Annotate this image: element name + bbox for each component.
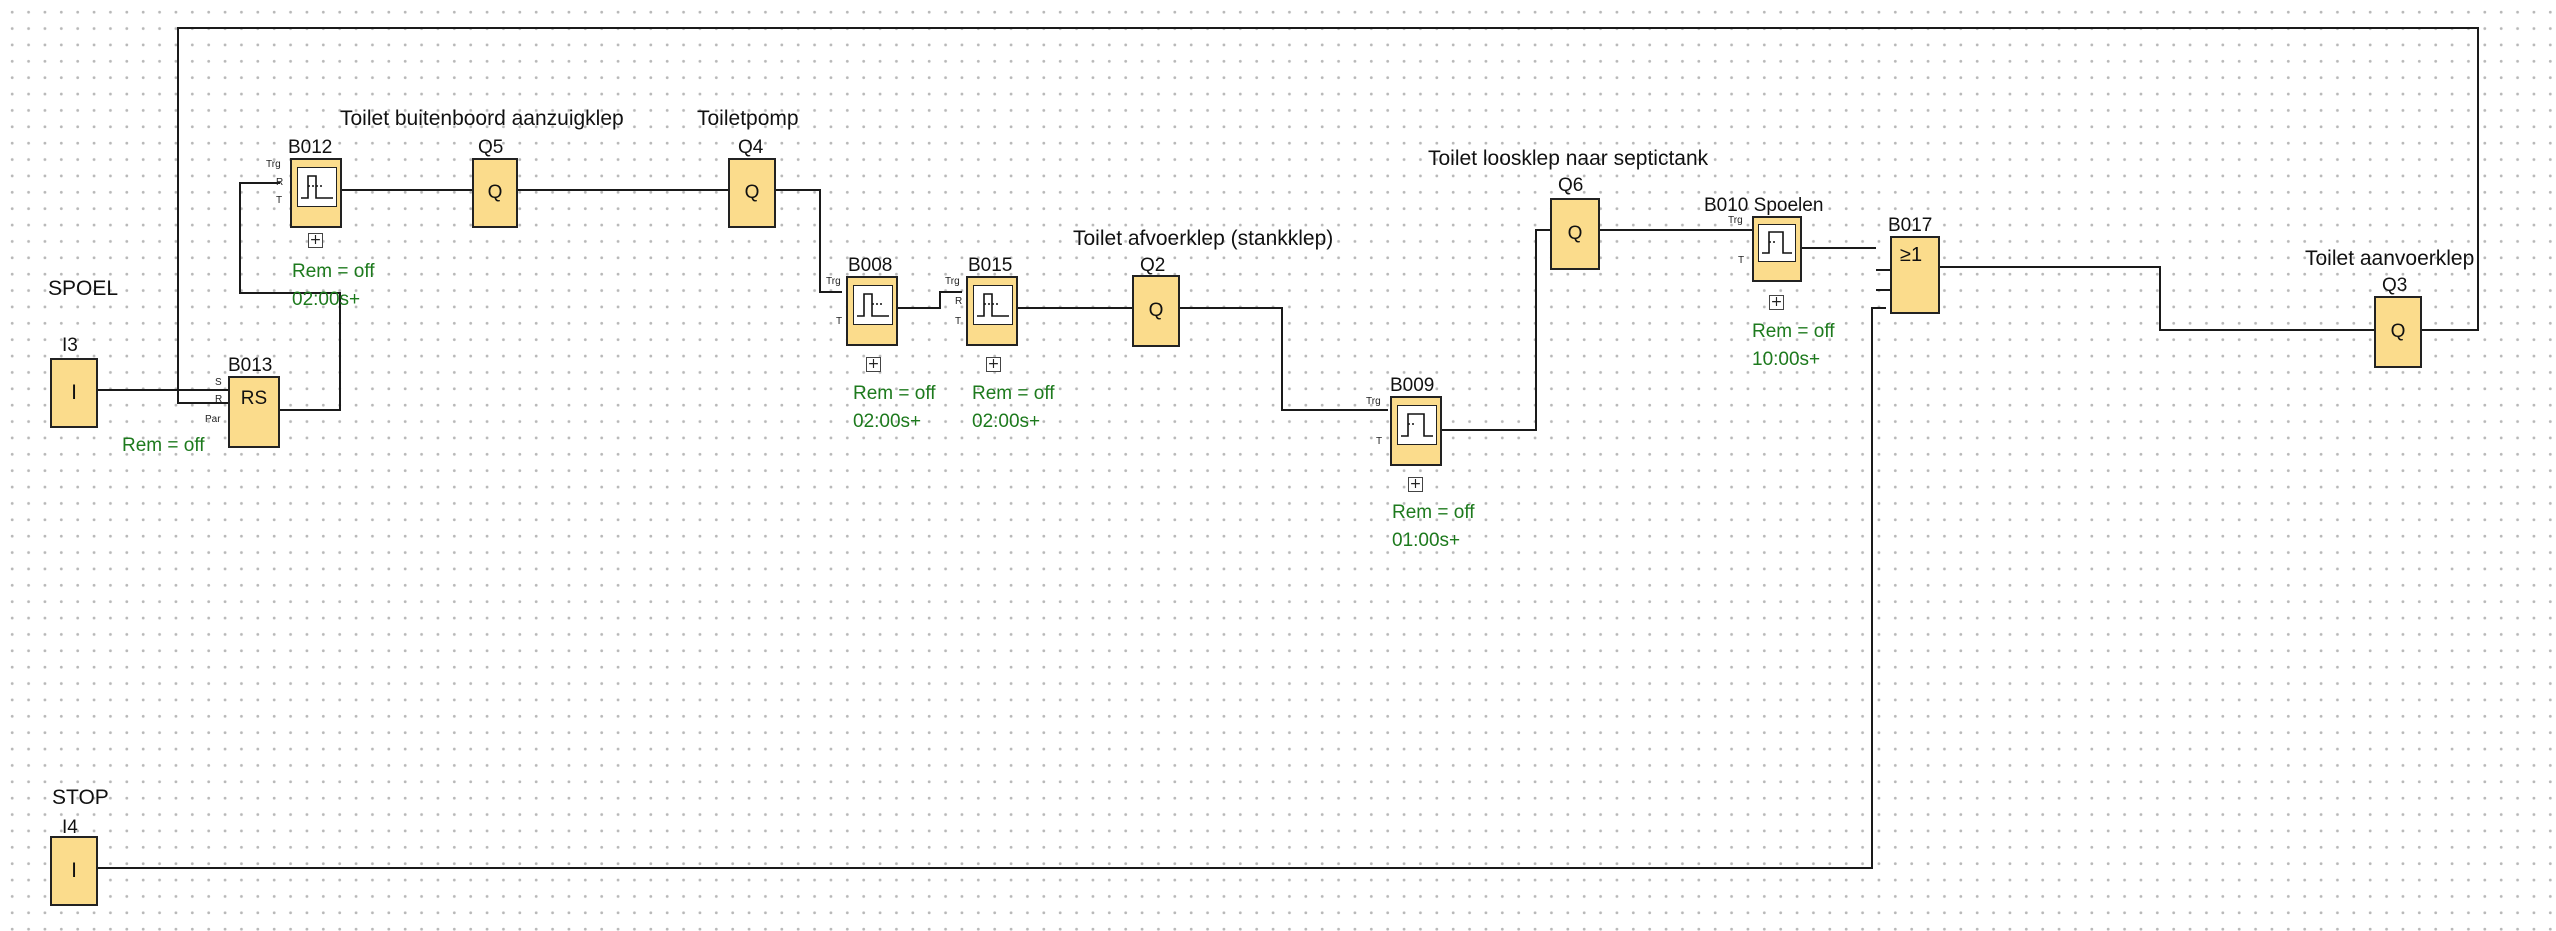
time-param: 02:00s+ [292,289,361,310]
expand-params-button[interactable]: + [308,232,323,248]
rs-symbol: RS [240,388,268,409]
output-symbol: Q [1567,223,1583,244]
output-block-q3[interactable]: Q [2374,296,2422,368]
block-id-q5: Q5 [478,137,504,158]
output-symbol: Q [744,182,760,203]
block-id-b010: B010 Spoelen [1704,195,1824,216]
timer-block-b010[interactable] [1752,216,1802,282]
block-id-q4: Q4 [738,137,764,158]
pin-trg: Trg [826,276,841,287]
block-id-b013: B013 [228,355,273,376]
block-id-i3: I3 [62,335,78,356]
pin-t: T [836,316,843,327]
expand-params-button[interactable]: + [866,356,881,372]
wire-q2-b009 [1180,307,1388,411]
time-param: 10:00s+ [1752,349,1821,370]
wire-feedback-loop [177,27,2479,404]
expand-params-button[interactable]: + [1769,294,1784,310]
pin-trg: Trg [1728,215,1743,226]
pin-trg: Trg [1366,396,1381,407]
output-block-q2[interactable]: Q [1132,275,1180,347]
or-symbol: ≥1 [1900,244,1923,266]
block-id-b012: B012 [288,137,333,158]
wire-b013-b012 [239,182,341,411]
pulse-graphic [973,285,1013,325]
remanence-param: Rem = off [122,435,205,456]
output-block-q6[interactable]: Q [1550,198,1600,270]
input-block-i3[interactable]: I [50,358,98,428]
pulse-graphic [297,167,337,207]
pin-r: R [215,394,223,405]
wire-b009-q6 [1442,229,1550,431]
or-gate-block-b017[interactable]: ≥1 [1890,236,1940,314]
pin-s: S [215,377,222,388]
pin-trg: Trg [266,159,281,170]
input-label-spoel: SPOEL [48,277,119,300]
expand-params-button[interactable]: + [986,356,1001,372]
output-symbol: Q [1148,300,1164,321]
input-symbol: I [71,381,77,404]
q4-description: Toiletpomp [697,107,799,130]
remanence-param: Rem = off [1752,321,1835,342]
pin-r: R [955,296,963,307]
remanence-param: Rem = off [1392,502,1475,523]
pulse-graphic [1758,224,1796,262]
pin-trg: Trg [945,276,960,287]
pin-t: T [276,195,283,206]
wire-b017-q3 [1940,266,2374,331]
input-block-i4[interactable]: I [50,836,98,906]
rs-latch-block-b013[interactable]: RS [228,376,280,448]
block-id-q2: Q2 [1140,255,1166,276]
block-id-b009: B009 [1390,375,1435,396]
output-block-q5[interactable]: Q [472,158,518,228]
wire-i4-b017 [98,307,1886,869]
timer-block-b012[interactable] [290,158,342,228]
time-param: 02:00s+ [972,411,1041,432]
time-param: 01:00s+ [1392,530,1461,551]
block-id-b017: B017 [1888,215,1933,236]
input-symbol: I [71,859,77,882]
q2-description: Toilet afvoerklep (stankklep) [1073,227,1334,250]
block-id-q3: Q3 [2382,275,2408,296]
pin-t: T [1376,436,1383,447]
pin-t: T [955,316,962,327]
remanence-param: Rem = off [972,383,1055,404]
remanence-param: Rem = off [292,261,375,282]
pin-t: T [1738,255,1745,266]
pin-r: R [276,177,284,188]
pulse-graphic [853,285,893,325]
remanence-param: Rem = off [853,383,936,404]
wire-q4-b008 [776,189,842,293]
block-id-b008: B008 [848,255,893,276]
time-param: 02:00s+ [853,411,922,432]
timer-block-b009[interactable] [1390,396,1442,466]
output-block-q4[interactable]: Q [728,158,776,228]
pulse-graphic [1397,405,1437,445]
wire-b008-b015 [898,291,962,309]
timer-block-b015[interactable] [966,276,1018,346]
timer-block-b008[interactable] [846,276,898,346]
expand-params-button[interactable]: + [1408,476,1423,492]
block-id-i4: I4 [62,817,78,838]
q5-description: Toilet buitenboord aanzuigklep [340,107,624,130]
block-id-q6: Q6 [1558,175,1584,196]
output-symbol: Q [487,182,503,203]
q3-description: Toilet aanvoerklep [2305,247,2475,270]
pin-par: Par [205,414,221,425]
output-symbol: Q [2390,321,2406,342]
input-label-stop: STOP [52,786,109,809]
block-id-b015: B015 [968,255,1013,276]
q6-description: Toilet loosklep naar septictank [1428,147,1709,170]
